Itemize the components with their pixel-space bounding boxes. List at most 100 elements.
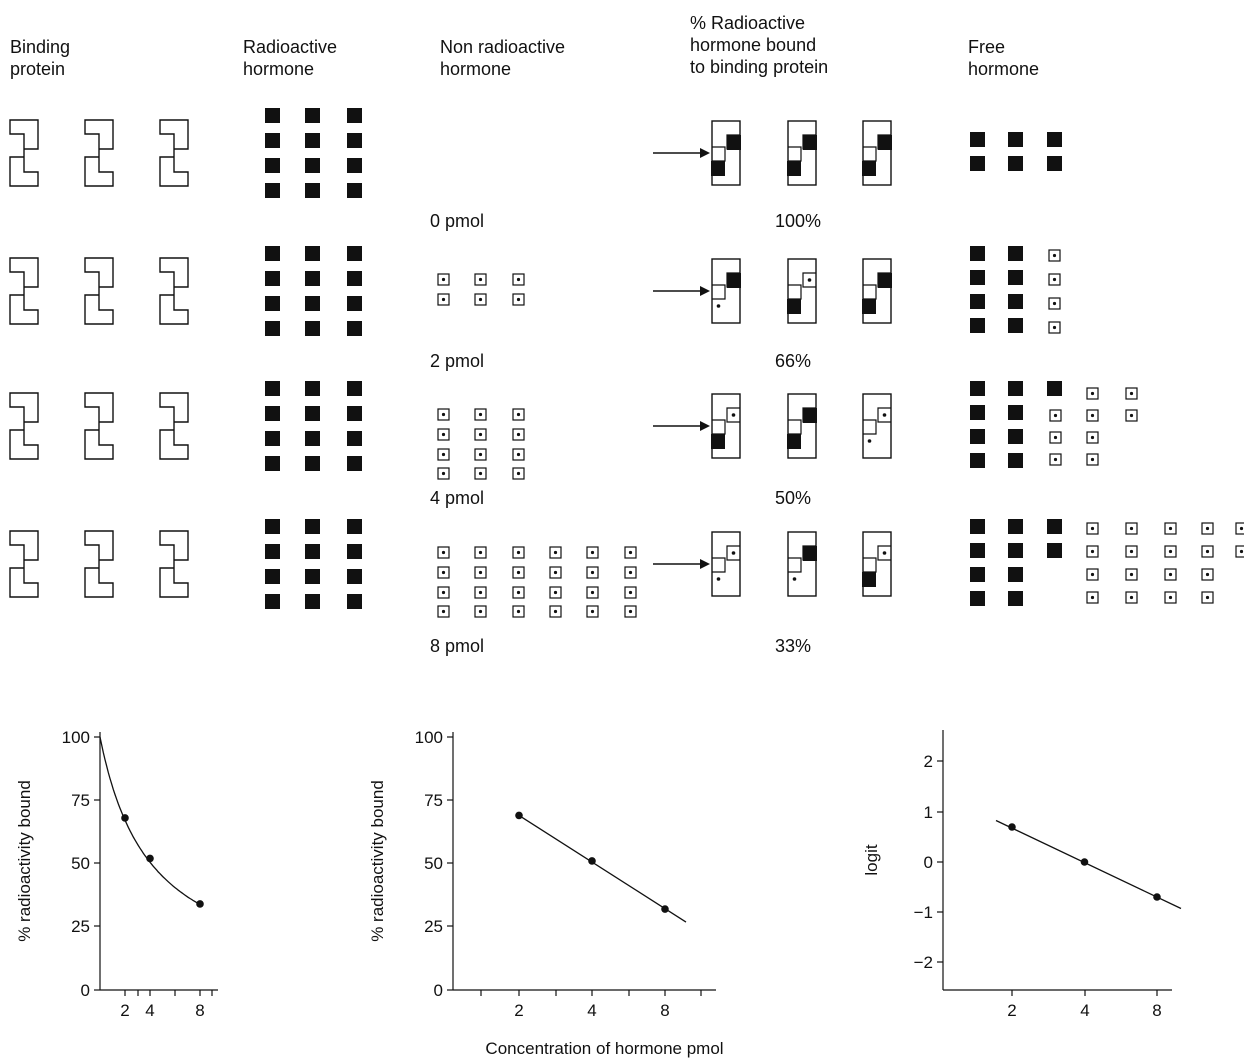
nonradioactive-hormone-square [512, 428, 525, 441]
free-nonradioactive-hormone-square [1235, 545, 1244, 558]
free-radioactive-hormone-square [970, 246, 985, 261]
binding-protein-row2 [9, 257, 39, 325]
free-radioactive-hormone-square [970, 156, 985, 171]
radioactive-hormone-square [265, 519, 280, 534]
radioactive-hormone-square [347, 431, 362, 446]
free-nonradioactive-hormone-square [1086, 568, 1099, 581]
radioactive-hormone-square [305, 519, 320, 534]
y-tick-label: −2 [914, 953, 933, 972]
bound-complex-row1 [787, 120, 817, 186]
binding-protein-row3 [159, 392, 189, 460]
x-tick-label: 2 [120, 1001, 129, 1020]
arrow-row3 [653, 421, 710, 431]
y-tick-label: 0 [81, 981, 90, 1000]
row-1-percent-label: 100% [775, 211, 822, 231]
data-point [1153, 893, 1161, 901]
nonradioactive-hormone-square [474, 428, 487, 441]
data-point [1080, 858, 1089, 866]
nonradioactive-hormone-square [437, 408, 450, 421]
nonradioactive-hormone-square [474, 273, 487, 286]
free-nonradioactive-hormone-square [1086, 431, 1099, 444]
free-radioactive-hormone-square [970, 429, 985, 444]
free-nonradioactive-hormone-square [1125, 545, 1138, 558]
binding-protein-row3 [9, 392, 39, 460]
free-nonradioactive-hormone-square [1086, 409, 1099, 422]
radioactive-hormone-square [305, 431, 320, 446]
free-radioactive-hormone-square [1008, 591, 1023, 606]
binding-protein-row1 [159, 119, 189, 187]
binding-protein-row1 [84, 119, 114, 187]
free-nonradioactive-hormone-square [1086, 545, 1099, 558]
x-tick-label: 2 [1007, 1001, 1016, 1020]
free-radioactive-hormone-square [970, 519, 985, 534]
row-3-pmol-label: 4 pmol [430, 488, 485, 508]
radioactive-hormone-square [347, 321, 362, 336]
bound-complex-row1 [711, 120, 741, 186]
radioactive-hormone-square [305, 158, 320, 173]
nonradioactive-hormone-square [586, 566, 599, 579]
data-point [661, 905, 669, 913]
y-tick-label: 50 [424, 854, 443, 873]
radioactive-hormone-square [265, 594, 280, 609]
y-tick-label: 25 [424, 917, 443, 936]
free-radioactive-hormone-square [970, 294, 985, 309]
x-tick-label: 8 [195, 1001, 204, 1020]
nonradioactive-hormone-square [437, 448, 450, 461]
bound-complex-row2 [862, 258, 892, 324]
radioactive-hormone-square [265, 569, 280, 584]
data-point [121, 814, 129, 822]
bound-complex-row3 [862, 393, 892, 459]
radioactive-hormone-square [265, 406, 280, 421]
nonradioactive-hormone-square [586, 546, 599, 559]
free-radioactive-hormone-square [970, 381, 985, 396]
y-tick-label: 0 [924, 853, 933, 872]
header-free-hormone: Free hormone [968, 37, 1040, 79]
binding-protein-row4 [9, 530, 39, 598]
radioactive-hormone-square [347, 183, 362, 198]
radioactive-hormone-square [305, 594, 320, 609]
bound-complex-row2 [787, 258, 817, 324]
radioactive-hormone-square [347, 271, 362, 286]
free-radioactive-hormone-square [1008, 519, 1023, 534]
arrow-row4 [653, 559, 710, 569]
y-tick-label: 1 [924, 803, 933, 822]
radioactive-hormone-square [305, 296, 320, 311]
y-tick-label: 75 [424, 791, 443, 810]
free-nonradioactive-hormone-square [1086, 591, 1099, 604]
free-radioactive-hormone-square [1047, 381, 1062, 396]
radioactive-hormone-square [347, 246, 362, 261]
free-radioactive-hormone-square [1008, 567, 1023, 582]
radioactive-hormone-square [265, 544, 280, 559]
row-1-pmol-label: 0 pmol [430, 211, 485, 231]
radioactive-hormone-square [265, 183, 280, 198]
data-point [588, 857, 596, 865]
header-radioactive-hormone: Radioactive hormone [243, 37, 338, 79]
data-point [196, 900, 204, 908]
free-nonradioactive-hormone-square [1086, 387, 1099, 400]
radioactive-hormone-square [347, 133, 362, 148]
nonradioactive-hormone-square [624, 586, 637, 599]
nonradioactive-hormone-square [624, 566, 637, 579]
nonradioactive-hormone-square [512, 273, 525, 286]
radioactive-hormone-square [265, 456, 280, 471]
free-nonradioactive-hormone-square [1048, 321, 1061, 334]
free-radioactive-hormone-square [970, 132, 985, 147]
free-radioactive-hormone-square [970, 405, 985, 420]
radioactive-hormone-square [305, 271, 320, 286]
x-tick-label: 4 [587, 1001, 596, 1020]
free-nonradioactive-hormone-square [1049, 409, 1062, 422]
radioactive-hormone-square [265, 158, 280, 173]
radioactive-hormone-square [305, 246, 320, 261]
nonradioactive-hormone-square [474, 546, 487, 559]
binding-protein-row4 [159, 530, 189, 598]
free-nonradioactive-hormone-square [1201, 522, 1214, 535]
binding-protein-row3 [84, 392, 114, 460]
binding-protein-row1 [9, 119, 39, 187]
radioactive-hormone-square [347, 406, 362, 421]
y-tick-label: 0 [434, 981, 443, 1000]
radioactive-hormone-square [347, 456, 362, 471]
y-axis-label: % radioactivity bound [368, 780, 387, 942]
nonradioactive-hormone-square [437, 273, 450, 286]
y-tick-label: 2 [924, 752, 933, 771]
nonradioactive-hormone-square [512, 467, 525, 480]
